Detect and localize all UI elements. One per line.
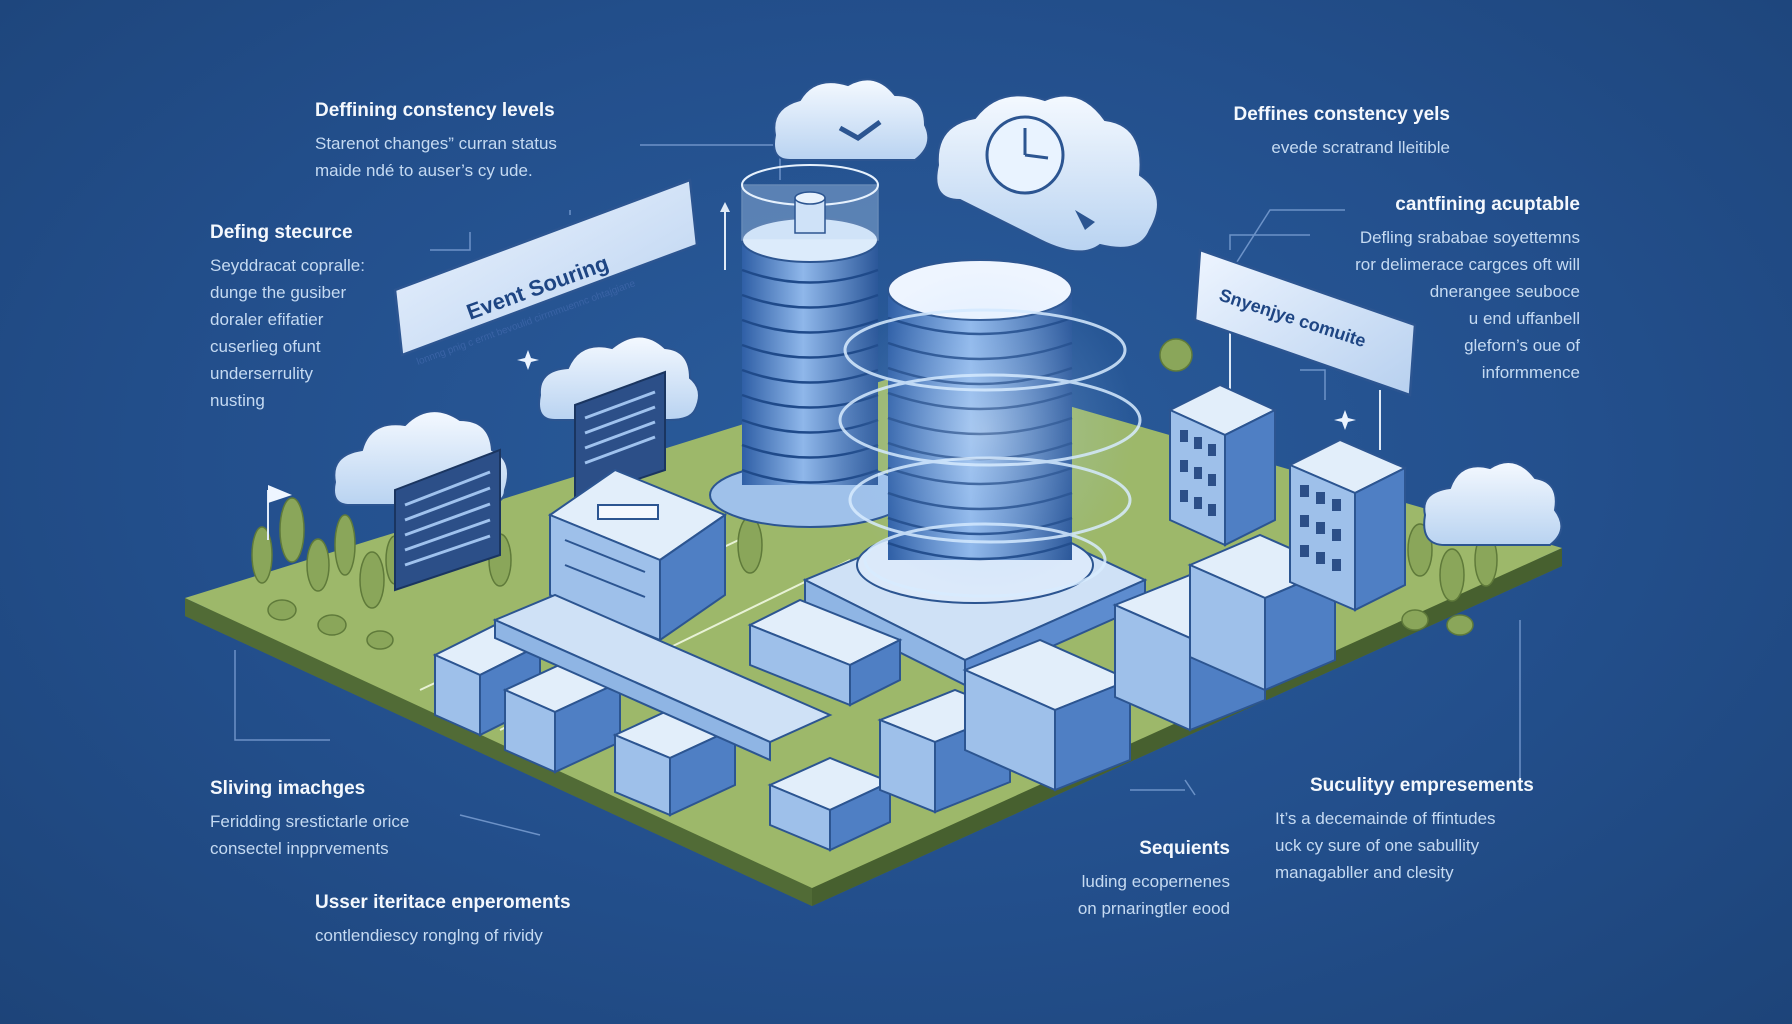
- caption-line: contlendiescy ronglng of rividy: [315, 926, 543, 945]
- caption-line: Defling srababae soyettemns: [1359, 228, 1580, 247]
- caption-mid-right: cantfining acuptable Defling srababae so…: [1290, 194, 1580, 386]
- caption-line: Starenot changes” curran status: [315, 134, 557, 153]
- caption-line: luding ecopernenes: [1081, 872, 1230, 891]
- event-sourcing-sign: [393, 178, 730, 357]
- caption-body: Feridding srestictarle orice consectel i…: [210, 808, 409, 862]
- caption-title: Defing stecurce: [210, 222, 353, 243]
- server-icon: [767, 756, 893, 852]
- caption-line: gleforn’s oue of: [1464, 336, 1580, 355]
- caption-line: uck cy sure of one sabullity: [1275, 836, 1480, 855]
- caption-bottom-right: Suculityy empresements It’s a decemainde…: [1275, 775, 1534, 886]
- caption-line: on prnaringtler eood: [1077, 899, 1230, 918]
- caption-line: nusting: [210, 391, 265, 410]
- caption-title: Sliving imachges: [210, 778, 366, 799]
- caption-line: cuserlieg ofunt: [210, 337, 321, 356]
- caption-line: Seyddracat copralle:: [210, 256, 365, 275]
- caption-line: dnerangee seuboce: [1429, 282, 1580, 301]
- sparkle-icon: [517, 350, 1356, 430]
- caption-line: evede scratrand lleitible: [1271, 138, 1450, 157]
- caption-top-left: Deffining constency levels Starenot chan…: [315, 100, 557, 184]
- server-icon: [747, 598, 903, 707]
- building-icon: [1287, 438, 1408, 612]
- caption-title: Deffines constency yels: [1233, 104, 1450, 125]
- caption-line: underserrulity: [210, 364, 313, 383]
- caption-body: Seyddracat copralle: dunge the gusiber d…: [210, 252, 365, 414]
- caption-body: Defling srababae soyettemns ror delimera…: [1290, 224, 1580, 386]
- caption-bottom-left-2: Usser iteritace enperoments contlendiesc…: [315, 892, 571, 949]
- callout-connector-lines: [234, 144, 1521, 836]
- caption-title: Usser iteritace enperoments: [315, 892, 571, 913]
- caption-line: consectel inpprvements: [210, 839, 389, 858]
- monitor-panel: [394, 448, 501, 592]
- caption-line: dunge the gusiber: [210, 283, 347, 302]
- caption-top-right: Deffines constency yels evede scratrand …: [1180, 104, 1450, 161]
- caption-line: Feridding srestictarle orice: [210, 812, 410, 831]
- server-icon: [502, 658, 623, 774]
- caption-line: u end uffanbell: [1468, 309, 1580, 328]
- caption-mid-left: Defing stecurce Seyddracat copralle: dun…: [210, 222, 365, 414]
- tree-icon: [1159, 338, 1498, 636]
- caption-body: luding ecopernenes on prnaringtler eood: [1005, 868, 1230, 922]
- long-server-rack: [492, 593, 833, 762]
- caption-title: Sequients: [1139, 838, 1230, 859]
- server-icon: [547, 468, 728, 642]
- caption-body: contlendiescy ronglng of rividy: [315, 922, 571, 949]
- caption-title: cantfining acuptable: [1395, 194, 1580, 215]
- cloud-icon: [1423, 460, 1563, 546]
- caption-line: doraler efifatier: [210, 310, 324, 329]
- caption-title: Suculityy empresements: [1310, 775, 1534, 796]
- caption-line: managabller and clesity: [1275, 863, 1454, 882]
- building-icon: [1167, 383, 1278, 547]
- tree-icon: [251, 497, 763, 794]
- caption-body: It’s a decemainde of ffintudes uck cy su…: [1275, 805, 1534, 886]
- monitor-panel: [574, 370, 666, 502]
- caption-body: evede scratrand lleitible: [1180, 134, 1450, 161]
- caption-line: informmence: [1481, 363, 1580, 382]
- caption-title: Deffining constency levels: [315, 100, 555, 121]
- caption-bottom-center: Sequients luding ecopernenes on prnaring…: [1005, 838, 1230, 922]
- caption-line: maide ndé to auser’s cy ude.: [315, 161, 533, 180]
- flag-icon: [267, 485, 292, 540]
- caption-line: It’s a decemainde of ffintudes: [1275, 809, 1496, 828]
- clock-icon: [985, 115, 1095, 230]
- cloud-icon: [773, 78, 930, 161]
- caption-line: ror delimerace cargces oft will: [1355, 255, 1580, 274]
- caption-body: Starenot changes” curran status maide nd…: [315, 130, 557, 184]
- caption-bottom-left-1: Sliving imachges Feridding srestictarle …: [210, 778, 409, 862]
